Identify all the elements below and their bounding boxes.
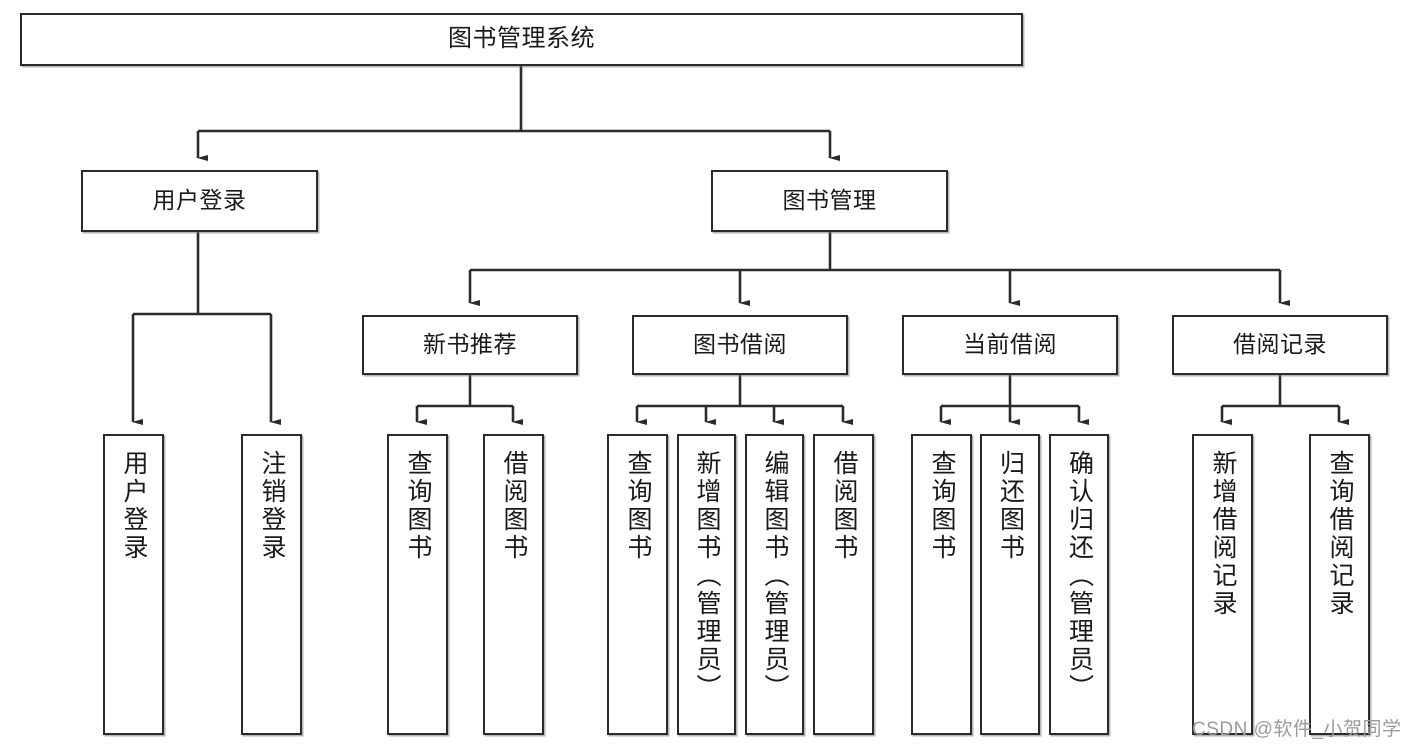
- node-leaf-borrow-book-1[interactable]: 借阅图书: [483, 434, 544, 735]
- node-borrow-record[interactable]: 借阅记录: [1172, 315, 1388, 375]
- node-book-borrow[interactable]: 图书借阅: [632, 315, 848, 375]
- node-label: 用户登录: [120, 450, 148, 562]
- node-label: 查询图书: [404, 450, 432, 562]
- node-leaf-query-book-3[interactable]: 查询图书: [911, 434, 972, 735]
- node-leaf-borrow-book-2[interactable]: 借阅图书: [813, 434, 874, 735]
- node-label: 查询借阅记录: [1326, 450, 1354, 618]
- node-leaf-add-record[interactable]: 新增借阅记录: [1192, 434, 1253, 735]
- node-label: 新增借阅记录: [1209, 450, 1237, 618]
- node-label: 注销登录: [258, 450, 286, 562]
- node-leaf-add-book[interactable]: 新增图书（管理员）: [677, 434, 736, 735]
- node-user-login[interactable]: 用户登录: [81, 170, 318, 232]
- node-current-borrow[interactable]: 当前借阅: [902, 315, 1118, 375]
- node-new-book-recommend[interactable]: 新书推荐: [362, 315, 578, 375]
- node-label: 借阅图书: [500, 450, 528, 562]
- node-label: 借阅记录: [1233, 331, 1327, 358]
- node-leaf-edit-book[interactable]: 编辑图书（管理员）: [745, 434, 804, 735]
- node-label: 编辑图书（管理员）: [761, 450, 789, 702]
- node-book-manage[interactable]: 图书管理: [711, 170, 948, 232]
- node-label: 新书推荐: [423, 331, 517, 358]
- node-label: 当前借阅: [963, 331, 1057, 358]
- node-label: 借阅图书: [830, 450, 858, 562]
- node-leaf-query-record[interactable]: 查询借阅记录: [1309, 434, 1370, 735]
- node-label: 用户登录: [152, 187, 247, 214]
- node-label: 查询图书: [624, 450, 652, 562]
- node-leaf-query-book-1[interactable]: 查询图书: [387, 434, 448, 735]
- node-leaf-confirm-return[interactable]: 确认归还（管理员）: [1049, 434, 1109, 735]
- node-leaf-return-book[interactable]: 归还图书: [980, 434, 1040, 735]
- node-label: 确认归还（管理员）: [1065, 450, 1094, 702]
- node-label: 新增图书（管理员）: [693, 450, 721, 702]
- node-label: 归还图书: [996, 450, 1025, 562]
- node-leaf-query-book-2[interactable]: 查询图书: [607, 434, 668, 735]
- node-label: 图书管理: [782, 187, 877, 214]
- node-label: 图书管理系统: [448, 25, 595, 53]
- node-leaf-user-login[interactable]: 用户登录: [103, 434, 164, 735]
- node-label: 查询图书: [928, 450, 956, 562]
- node-root-system[interactable]: 图书管理系统: [20, 13, 1023, 66]
- node-leaf-user-logout[interactable]: 注销登录: [241, 434, 302, 735]
- csdn-watermark: CSDN @软件_小贺同学: [1192, 719, 1402, 740]
- node-label: 图书借阅: [693, 331, 787, 358]
